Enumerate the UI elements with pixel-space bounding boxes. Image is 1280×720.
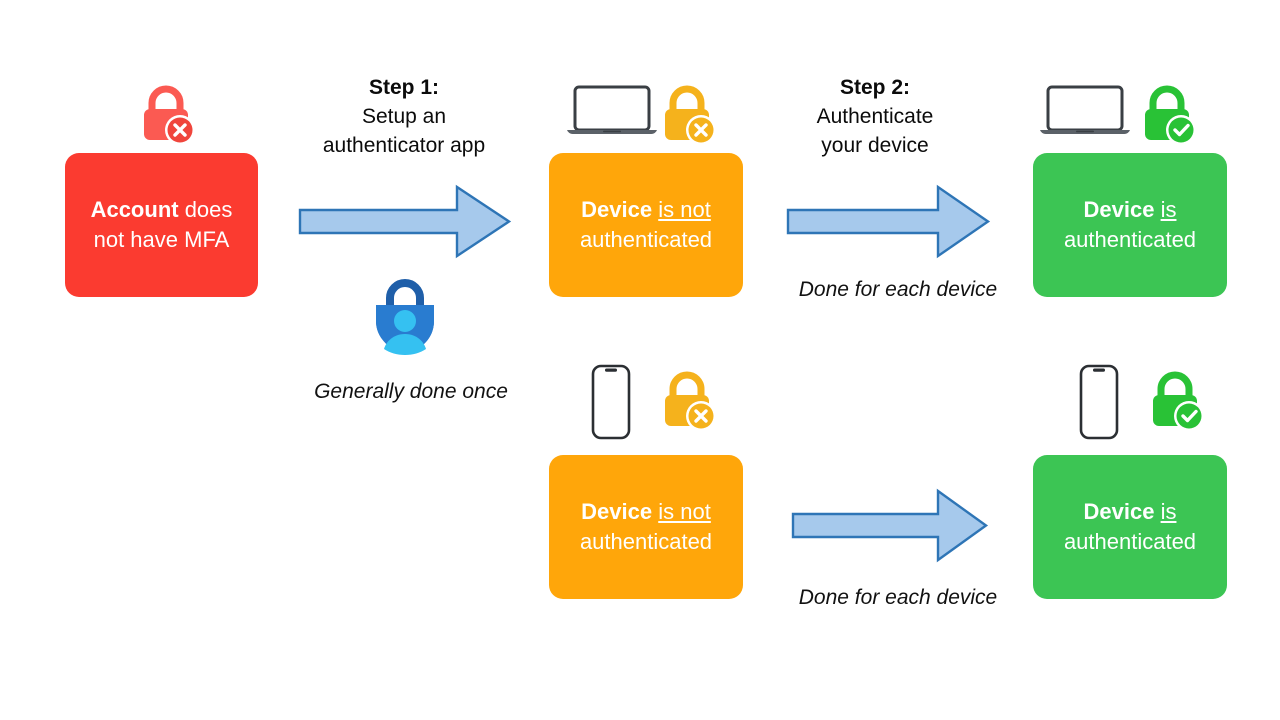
lock-error-amber-icon [657, 84, 717, 146]
row-2-auth-underline: is [1160, 499, 1177, 525]
row-1-auth-box: Device is authenticated [1033, 153, 1227, 297]
row-1-unauth-line2: authenticated [579, 227, 713, 252]
step-2-title: Step 2: [839, 76, 910, 99]
step-2-arrow-row-2 [790, 488, 990, 563]
laptop-icon [567, 85, 657, 135]
step-1-arrow [297, 184, 513, 259]
step-2-caption-row-2: Done for each device [798, 586, 998, 609]
step-2-caption-row-1: Done for each device [798, 278, 998, 301]
account-status-line1-rest: does [178, 197, 233, 223]
step-1-caption: Generally done once [314, 380, 508, 403]
row-2-unauth-line1: Device is not [580, 497, 712, 527]
row-2-unauth-line2: authenticated [579, 529, 713, 554]
row-1-auth-bold: Device [1083, 197, 1155, 223]
row-1-auth-underline: is [1160, 197, 1177, 223]
row-1-unauth-underline: is not [658, 197, 711, 223]
row-2-auth-line2: authenticated [1063, 529, 1197, 554]
lock-check-green-icon [1137, 84, 1197, 146]
step-1-sub-line-1: Setup an [361, 104, 447, 128]
step-2-sub-line-1: Authenticate [816, 104, 934, 128]
step-1-sub-line-2: authenticator app [322, 133, 486, 157]
row-2-auth-bold: Device [1083, 499, 1155, 525]
microsoft-authenticator-icon [368, 276, 442, 356]
row-2-auth-line1: Device is [1064, 497, 1196, 527]
account-status-box: Account does not have MFA [65, 153, 258, 297]
row-1-unauth-line1: Device is not [580, 195, 712, 225]
row-2-unauth-bold: Device [581, 499, 653, 525]
step-1-heading: Step 1: Setup an authenticator app [283, 74, 525, 161]
step-1-title: Step 1: [368, 76, 439, 99]
row-2-unauth-underline: is not [658, 499, 711, 525]
step-2-arrow-row-1 [785, 184, 992, 259]
lock-error-red-icon [136, 84, 196, 146]
lock-error-amber-icon [657, 370, 717, 432]
row-1-auth-line2: authenticated [1063, 227, 1197, 252]
row-2-auth-box: Device is authenticated [1033, 455, 1227, 599]
row-1-unauth-bold: Device [581, 197, 653, 223]
laptop-icon [1040, 85, 1130, 135]
smartphone-icon [1079, 364, 1119, 440]
account-status-line2: not have MFA [93, 227, 230, 252]
row-1-auth-line1: Device is [1064, 195, 1196, 225]
row-1-unauth-box: Device is not authenticated [549, 153, 743, 297]
smartphone-icon [591, 364, 631, 440]
lock-check-green-icon [1145, 370, 1205, 432]
row-2-unauth-box: Device is not authenticated [549, 455, 743, 599]
step-2-sub-line-2: your device [821, 133, 929, 157]
account-status-line1-bold: Account [90, 197, 179, 223]
account-status-line1: Account does [91, 195, 233, 225]
step-2-heading: Step 2: Authenticate your device [755, 74, 995, 161]
